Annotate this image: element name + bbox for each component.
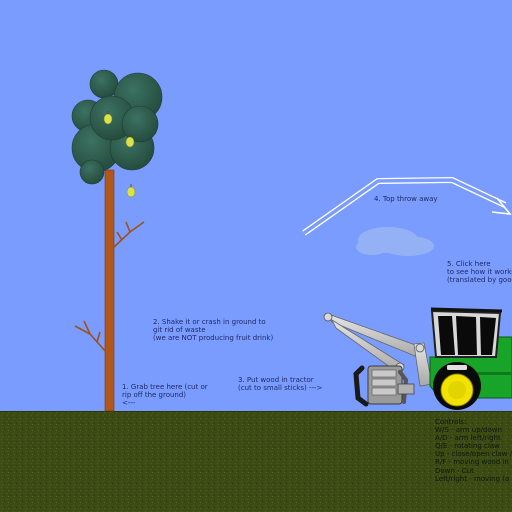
how-it-works-link[interactable]: 5. Click here to see how it works (trans… (447, 260, 512, 284)
controls-line: W/S - arm up/down (435, 426, 502, 435)
pear-fruit[interactable] (103, 113, 136, 198)
controls-line: A/D - arm left/right (435, 434, 501, 443)
pear-tree[interactable] (71, 69, 163, 412)
controls-line: R/F - moving wood in (435, 458, 509, 467)
tree-trunk[interactable] (104, 169, 115, 412)
controls-line: Down - Cut (435, 466, 474, 475)
pear-stem (107, 111, 132, 187)
controls-line: Up - close/open claw / (435, 450, 512, 459)
curved-arrow-icon (302, 176, 512, 236)
ground (0, 411, 512, 512)
instruction-shake-tree: 2. Shake it or crash in ground to git ri… (153, 318, 274, 342)
controls-line: Q/E - rotating claw (435, 442, 500, 451)
instruction-grab-tree: 1. Grab tree here (cut or rip off the gr… (122, 383, 208, 407)
controls-help: Controls: W/S - arm up/down A/D - arm le… (435, 418, 512, 483)
sky (0, 0, 512, 412)
claw-icon[interactable] (353, 365, 415, 407)
controls-heading: Controls: (435, 418, 467, 426)
tractor-cab (430, 307, 503, 358)
instruction-throw-away: 4. Top throw away (374, 195, 438, 203)
controls-line: Left/right - moving (a (435, 474, 510, 483)
cloud (356, 227, 434, 256)
crane-arm[interactable] (323, 312, 433, 387)
tractor-wheel (433, 362, 481, 410)
tractor[interactable] (323, 307, 512, 410)
instruction-put-wood: 3. Put wood in tractor (cut to small sti… (238, 376, 323, 392)
tree-branch (74, 221, 145, 353)
